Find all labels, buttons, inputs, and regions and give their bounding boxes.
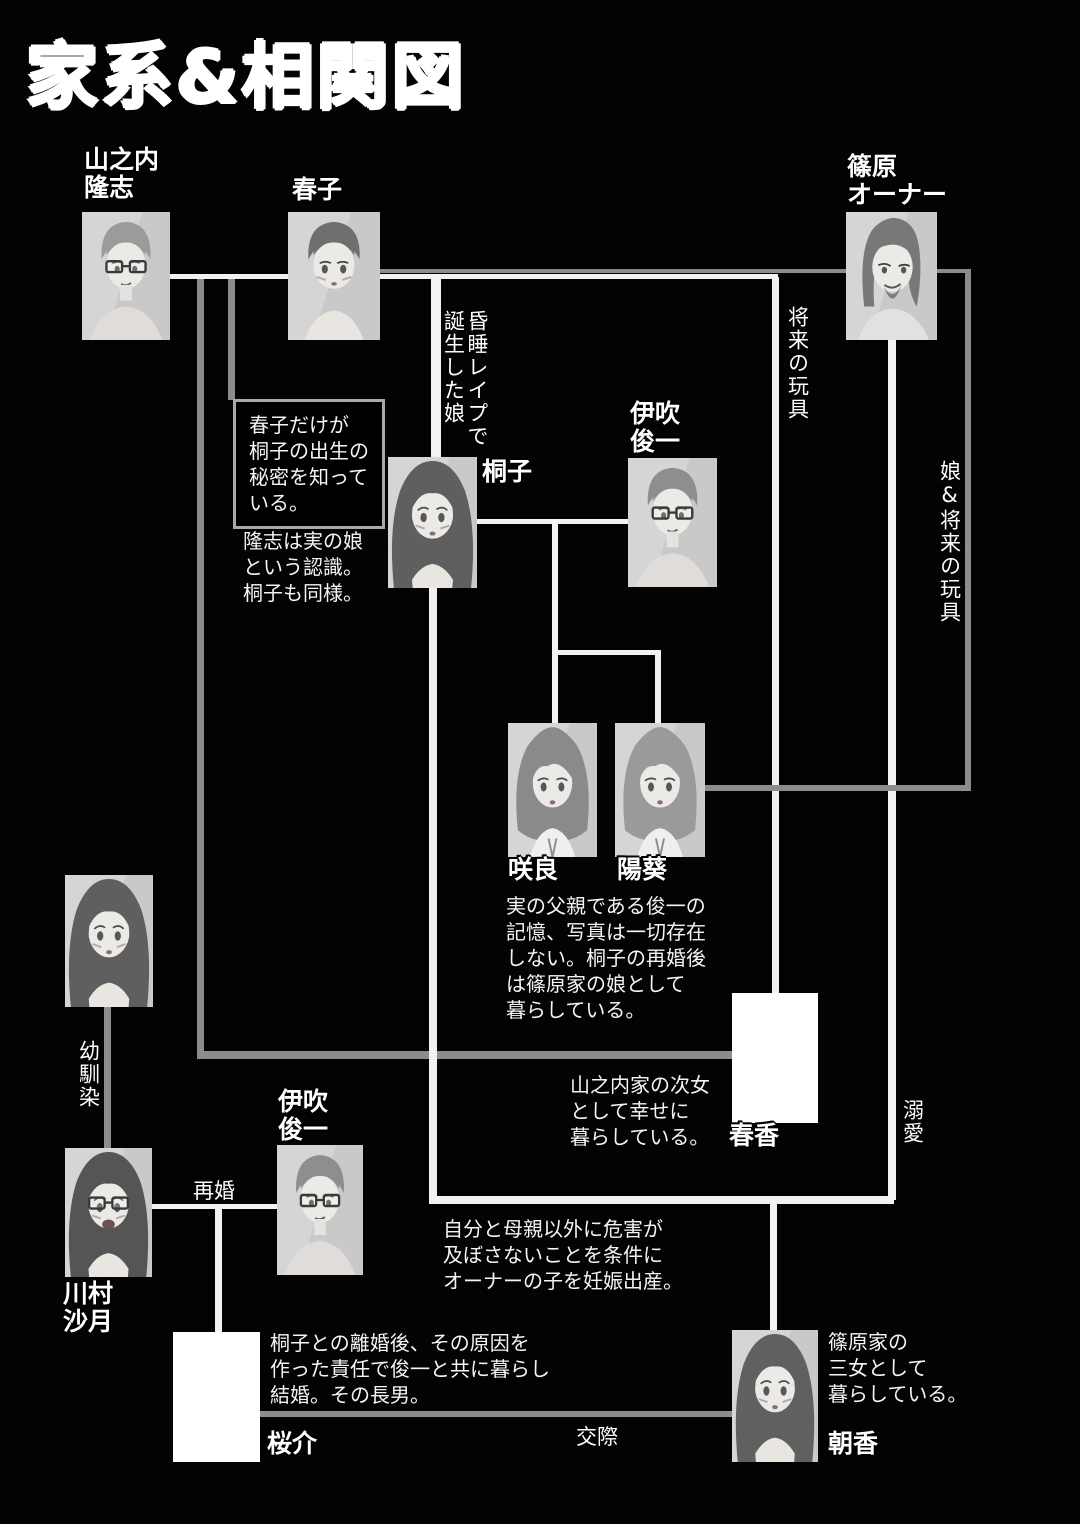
connector-line-couple-drop-left	[197, 279, 204, 1058]
connector-line-marriage-drop-ousuke	[215, 1204, 222, 1332]
portrait-image	[628, 458, 717, 587]
portrait-image	[846, 212, 937, 340]
connector-line-to-haruka-horizontal	[197, 1051, 732, 1059]
connector-line-couple-to-kiriko	[431, 279, 441, 464]
name-label-shinohara-owner: 篠原 オーナー	[847, 152, 948, 209]
edge-future-toy: 将来の玩具	[785, 306, 810, 421]
portrait-sakura	[508, 723, 597, 857]
portrait-kawamura-satsuki	[65, 1148, 152, 1277]
name-label-haruko: 春子	[292, 175, 343, 204]
edge-dekiai: 溺愛	[900, 1099, 925, 1145]
portrait-image	[65, 875, 153, 1007]
connector-line-owner-gray-down	[965, 271, 971, 791]
connector-line-owner-down	[888, 337, 896, 1200]
connector-line-marriage-drop-sakura	[552, 519, 558, 723]
placeholder-box-ousuke	[173, 1332, 260, 1462]
connector-line-junction-horizontal	[429, 1196, 894, 1204]
edge-kousai: 交際	[576, 1425, 618, 1449]
portrait-himari	[615, 723, 705, 857]
name-label-himari: 陽葵	[617, 855, 668, 884]
name-label-haruka: 春香	[729, 1121, 780, 1150]
connector-line-saikon-marriage	[152, 1204, 277, 1209]
connector-line-couple-to-note	[228, 279, 235, 400]
portrait-image	[65, 1148, 152, 1277]
edge-osananajimi: 幼馴染	[76, 1040, 101, 1109]
note-asaka: 篠原家の 三女として 暮らしている。	[828, 1330, 968, 1406]
name-label-ousuke: 桜介	[267, 1429, 318, 1458]
page-title: 家系&相関図	[26, 35, 467, 119]
portrait-image	[288, 212, 380, 340]
portrait-asaka	[732, 1330, 818, 1462]
portrait-shinohara-owner	[846, 212, 937, 340]
edge-saikon: 再婚	[193, 1179, 235, 1203]
name-label-kawamura-satsuki: 川村 沙月	[63, 1279, 114, 1336]
portrait-ibuki-shunichi-upper	[628, 458, 717, 587]
connector-line-twins-tee	[552, 650, 660, 655]
edge-daughter-future-toy: 娘&将来の玩具	[937, 460, 962, 624]
name-label-ibuki-shunichi-upper: 伊吹 俊一	[630, 399, 681, 456]
note-haruka: 山之内家の次女 として幸せに 暮らしている。	[570, 1073, 710, 1149]
connector-line-kousai-line	[260, 1411, 732, 1417]
connector-line-couple-to-haruka-box	[772, 277, 779, 993]
note-twins: 実の父親である俊一の 記憶、写真は一切存在 しない。桐子の再婚後 は篠原家の娘と…	[506, 894, 706, 1022]
portrait-kiriko-childhood	[65, 875, 153, 1007]
note-haruko-secret: 春子だけが 桐子の出生の 秘密を知って いる。	[233, 399, 385, 529]
connector-line-osananajimi-line	[104, 1007, 111, 1148]
portrait-kiriko	[388, 457, 477, 588]
connector-line-to-owner-path	[380, 269, 971, 273]
connector-line-kiriko-down	[429, 588, 437, 1200]
connector-line-junction-to-asaka	[770, 1200, 777, 1332]
connector-line-couple-yamanouchi	[168, 274, 778, 279]
portrait-image	[508, 723, 597, 857]
edge-konsui-birth: 昏睡レイプで 誕生した娘	[441, 310, 490, 448]
connector-line-gray-to-himari	[705, 785, 971, 791]
portrait-image	[277, 1145, 363, 1275]
name-label-asaka: 朝香	[828, 1429, 879, 1458]
portrait-yamanouchi-takashi	[82, 212, 170, 340]
name-label-yamanouchi-takashi: 山之内 隆志	[84, 145, 160, 202]
portrait-image	[615, 723, 705, 857]
portrait-image	[82, 212, 170, 340]
name-label-ibuki-shunichi-lower: 伊吹 俊一	[278, 1087, 329, 1144]
portrait-image	[388, 457, 477, 588]
portrait-ibuki-shunichi-lower	[277, 1145, 363, 1275]
name-label-kiriko: 桐子	[482, 457, 533, 486]
note-ousuke: 桐子との離婚後、その原因を 作った責任で俊一と共に暮らし 結婚。その長男。	[270, 1331, 550, 1407]
portrait-haruko	[288, 212, 380, 340]
placeholder-box-haruka	[732, 993, 818, 1123]
connector-line-tee-drop-himari	[655, 650, 661, 723]
note-kiriko-condition: 自分と母親以外に危害が 及ぼさないことを条件に オーナーの子を妊娠出産。	[443, 1217, 683, 1293]
name-label-sakura: 咲良	[508, 855, 559, 884]
note-takashi-recognition: 隆志は実の娘 という認識。 桐子も同様。	[243, 529, 363, 605]
portrait-image	[732, 1330, 818, 1462]
